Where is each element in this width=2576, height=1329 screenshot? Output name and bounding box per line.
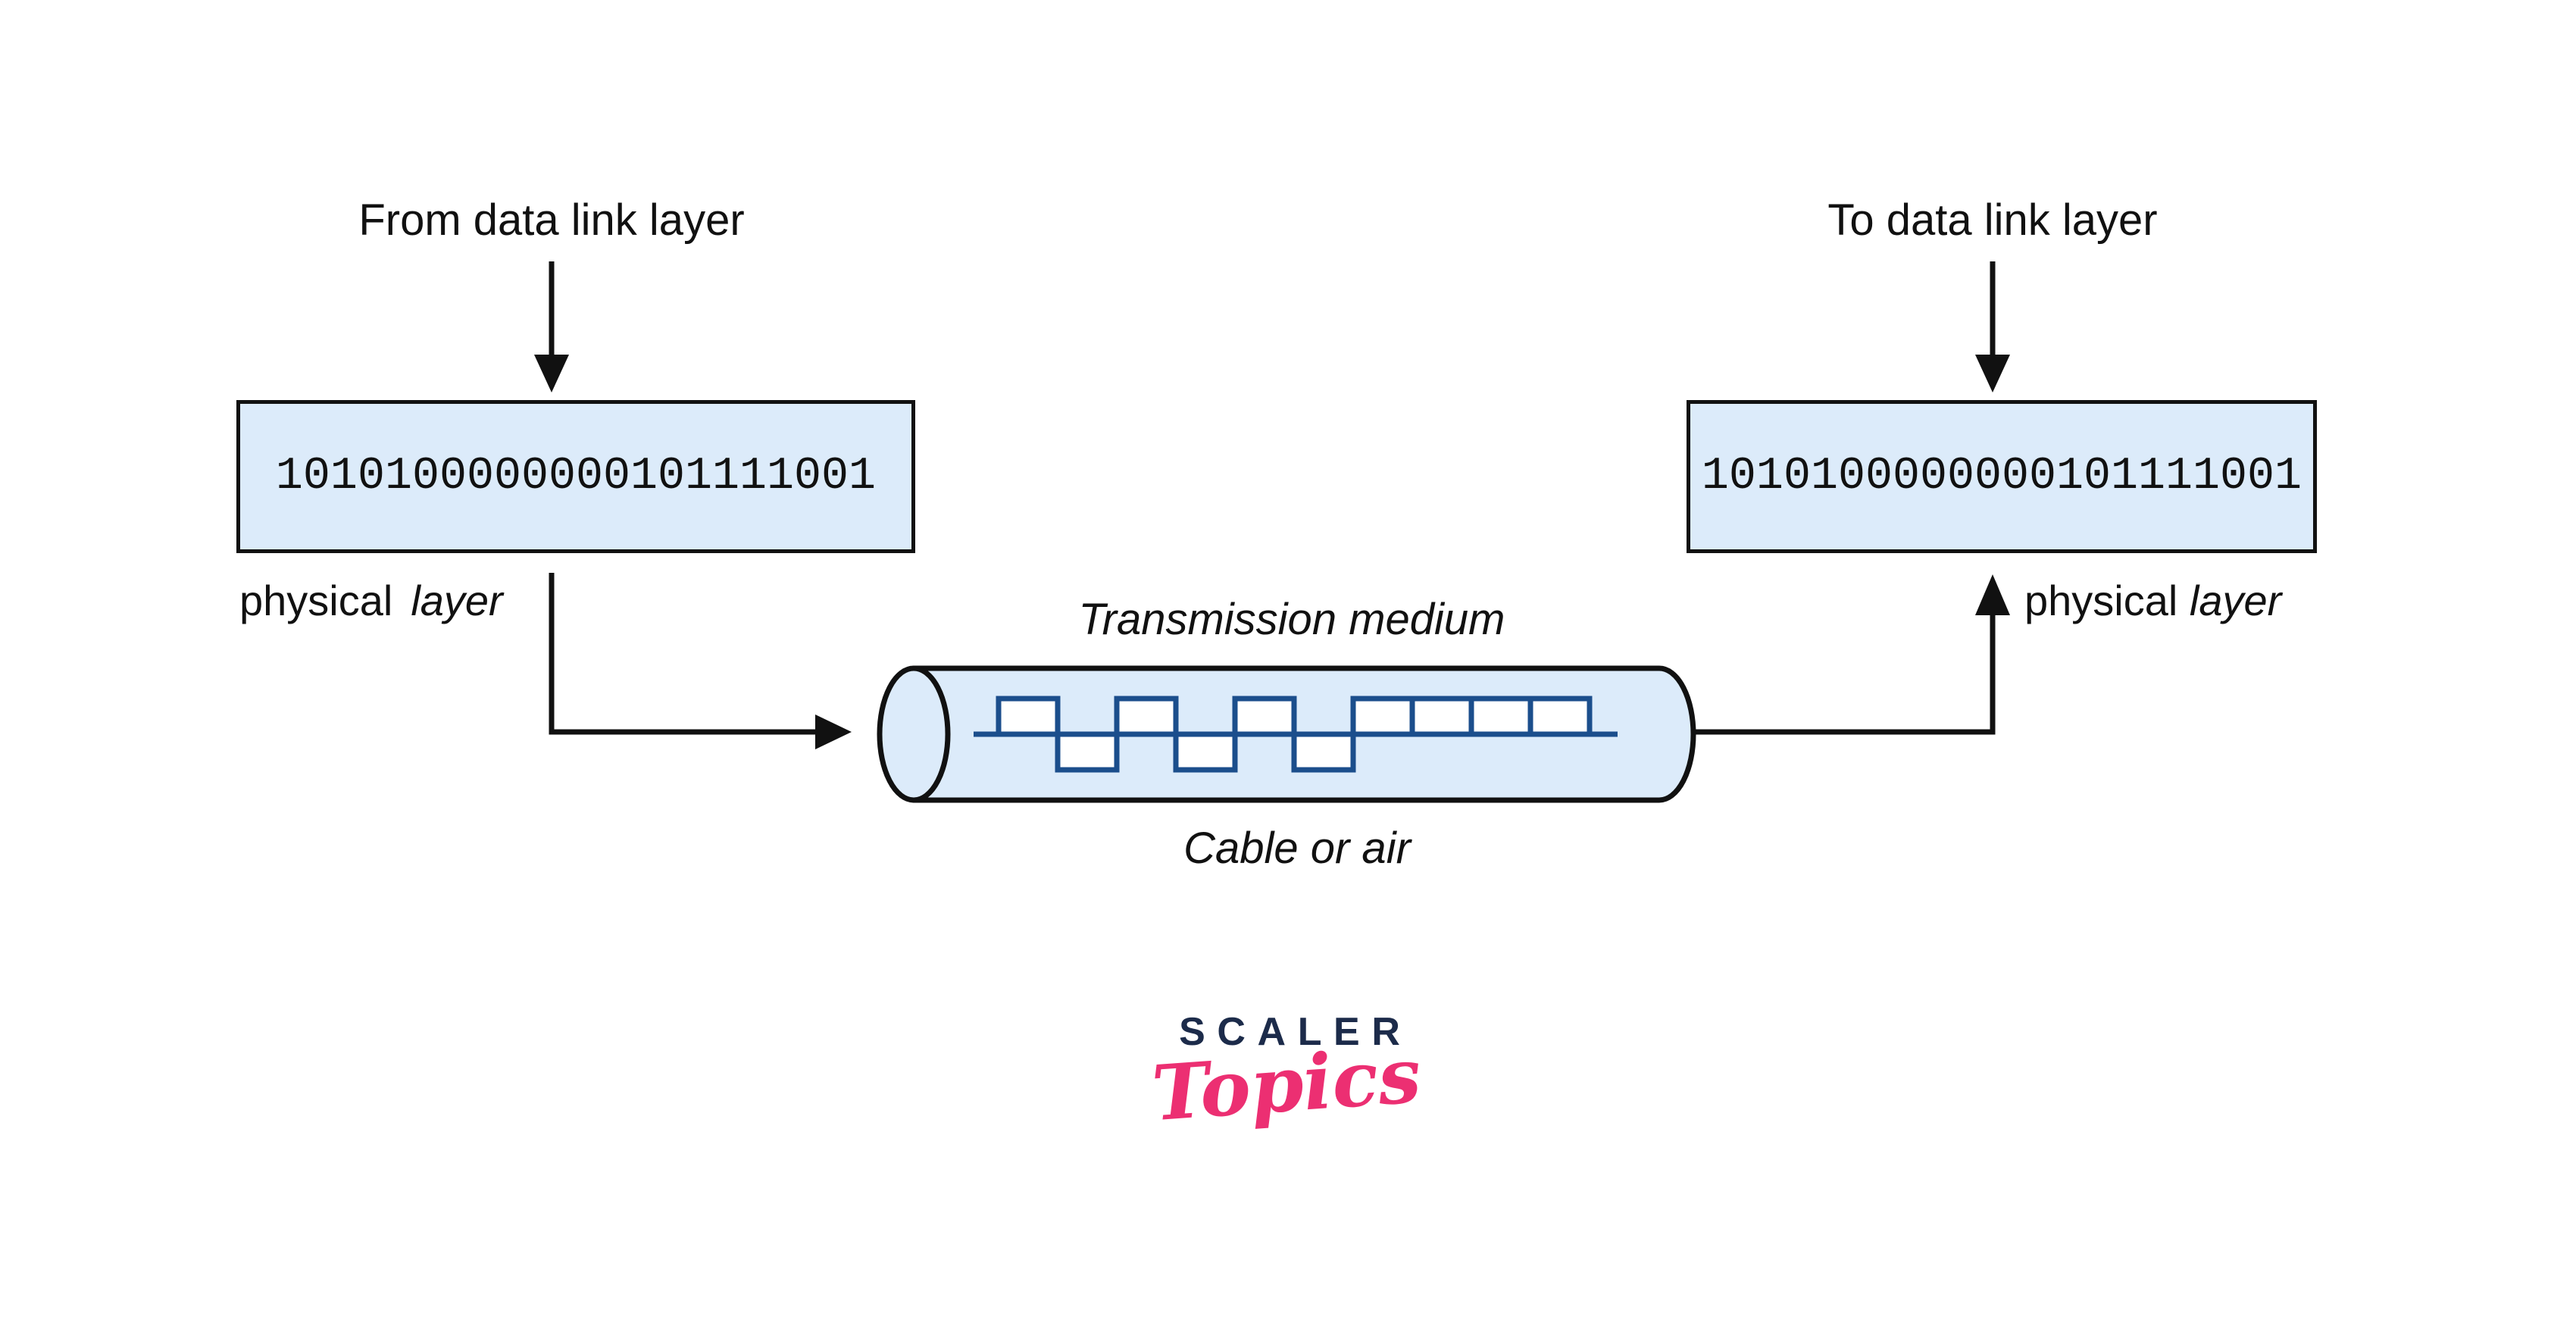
- left-layer-word: layer: [411, 577, 503, 624]
- signal-pulse-bit-1: [996, 696, 1061, 737]
- scaler-topics-logo-script: Topics: [1149, 1030, 1424, 1139]
- left-physical-layer-label: physical layer: [239, 577, 503, 624]
- left-elbow-connector-arrow: [549, 573, 852, 749]
- left-header-from-data-link-layer: From data link layer: [358, 195, 745, 245]
- signal-pulse-bit-0: [1291, 731, 1356, 773]
- signal-pulse-bit-1: [1409, 696, 1474, 737]
- signal-pulse-bit-1: [1527, 696, 1593, 737]
- transmission-medium-title: Transmission medium: [1078, 595, 1505, 644]
- right-physical-layer-label: physical layer: [2024, 577, 2281, 624]
- scaler-logo-wordmark: SCALER: [1179, 1010, 1412, 1054]
- signal-pulse-bit-0: [1173, 731, 1238, 773]
- signal-pulse-bit-1: [1114, 696, 1179, 737]
- signal-pulse-bit-0: [1055, 731, 1120, 773]
- right-bit-stream-box: 1010100000000101111001: [1687, 400, 2317, 553]
- right-physical-word: physical: [2024, 577, 2178, 624]
- left-bit-stream: 1010100000000101111001: [275, 451, 877, 502]
- right-layer-word: layer: [2189, 577, 2282, 624]
- cable-or-air-caption: Cable or air: [1183, 824, 1411, 873]
- left-physical-word: physical: [239, 577, 393, 624]
- signal-pulse-bit-1: [1468, 696, 1533, 737]
- signal-pulse-bit-1: [1232, 696, 1297, 737]
- right-down-arrow: [1975, 261, 2010, 392]
- left-down-arrow: [534, 261, 569, 392]
- signal-pulse-bit-1: [1350, 696, 1415, 737]
- right-elbow-connector-arrow: [1694, 574, 2010, 735]
- left-bit-stream-box: 1010100000000101111001: [236, 400, 915, 553]
- right-bit-stream: 1010100000000101111001: [1701, 451, 2302, 502]
- digital-signal-wave: [974, 696, 1618, 773]
- right-header-to-data-link-layer: To data link layer: [1827, 195, 2158, 245]
